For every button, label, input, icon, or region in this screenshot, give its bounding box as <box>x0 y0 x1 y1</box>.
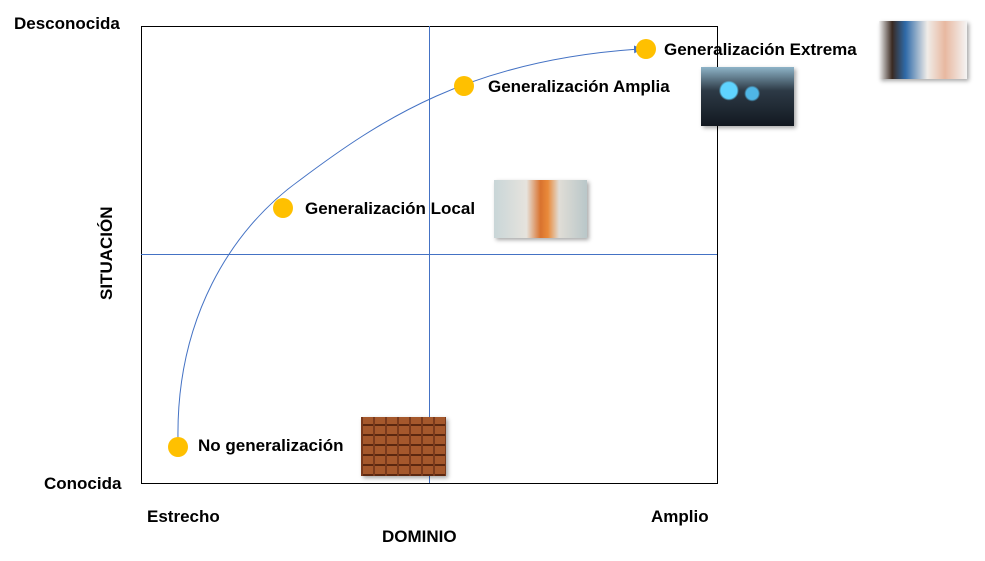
y-axis-title: SITUACIÓN <box>97 206 116 301</box>
y-bottom-label: Conocida <box>44 474 122 493</box>
point-generalizacion-extrema <box>636 39 656 59</box>
point-generalizacion-amplia <box>454 76 474 96</box>
x-right-label: Amplio <box>651 507 709 526</box>
label-generalizacion-extrema: Generalización Extrema <box>664 40 857 59</box>
label-generalizacion-local: Generalización Local <box>305 199 476 218</box>
card-catalog-drawers-photo <box>361 417 446 476</box>
child-studying-photo <box>879 21 967 79</box>
point-no-generalizacion <box>168 437 188 457</box>
car-dashboard-photo <box>701 67 794 126</box>
x-axis-title: DOMINIO <box>382 527 457 546</box>
y-top-label: Desconocida <box>14 14 120 33</box>
label-no-generalizacion: No generalización <box>198 436 344 455</box>
x-left-label: Estrecho <box>147 507 220 526</box>
woman-using-phone-photo <box>494 180 587 238</box>
progression-arrow <box>177 45 642 441</box>
label-generalizacion-amplia: Generalización Amplia <box>488 77 670 96</box>
point-generalizacion-local <box>273 198 293 218</box>
